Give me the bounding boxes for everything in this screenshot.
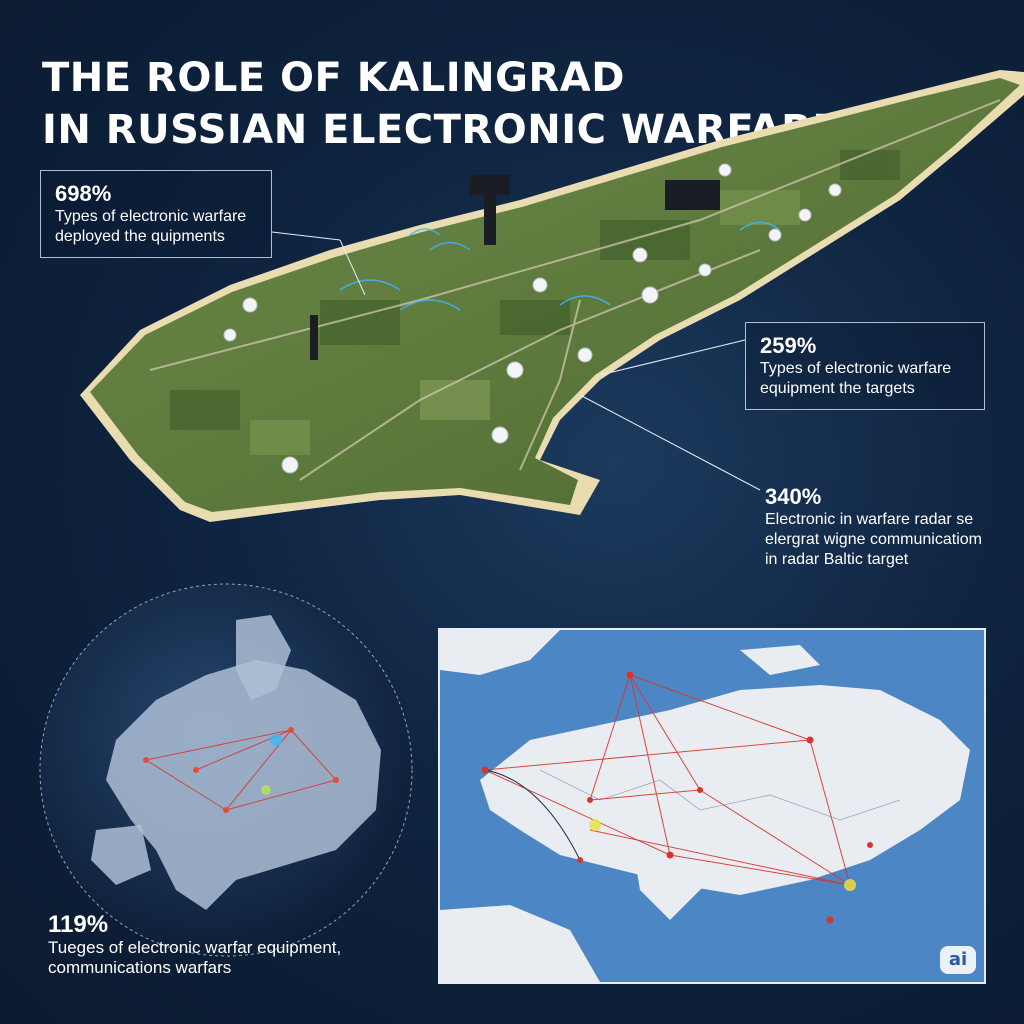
callout-text: Electronic in warfare radar se elergrat … [765, 511, 982, 568]
region-borders [539, 769, 901, 821]
callout-text: Types of electronic warfare deployed the… [55, 208, 247, 245]
ai-badge: ai [940, 946, 976, 974]
kaliningrad-landmass-illustration [80, 70, 1024, 522]
roads [149, 99, 1001, 481]
map-link-lines [484, 674, 851, 886]
globe-highlight-node [270, 734, 282, 746]
callout-leader-lines [271, 231, 761, 491]
map-highlight-node [844, 879, 856, 891]
globe-highlight-node [261, 785, 271, 795]
map-highlight-node [589, 819, 601, 831]
europe-globe-map [39, 583, 413, 957]
callout-percent: 259% [760, 333, 817, 358]
arctic-island [740, 645, 820, 675]
map-link-curve [484, 769, 581, 861]
europe-landmass [106, 660, 381, 910]
arctic-landmass-top [440, 630, 560, 675]
callout-text: Tueges of electronic warfar equipment, c… [48, 938, 342, 977]
callout-text: Types of electronic warfare equipment th… [760, 360, 952, 397]
signal-arcs [339, 221, 781, 311]
peninsula-landmass [630, 830, 710, 920]
callout-targets: 259% Types of electronic warfare equipme… [745, 322, 985, 410]
globe-nodes [143, 727, 339, 813]
russia-network-map: ai [438, 628, 986, 984]
scandinavia-landmass [236, 615, 291, 700]
callout-percent: 698% [55, 181, 112, 206]
land-area [90, 78, 1020, 512]
southern-landmass [440, 905, 600, 982]
russia-landmass [480, 685, 970, 895]
page-title: THE ROLE OF KALINGRAD IN RUSSIAN ELECTRO… [42, 52, 840, 156]
callout-radar-communication: 340% Electronic in warfare radar se eler… [765, 484, 985, 570]
callout-percent: 119% [48, 911, 109, 938]
russia-map-svg [440, 630, 970, 982]
radar-towers [310, 175, 720, 360]
callout-deployed-equipment: 698% Types of electronic warfare deploye… [40, 170, 272, 258]
callout-percent: 340% [765, 484, 822, 509]
iberia-landmass [91, 825, 151, 885]
callout-communications: 119% Tueges of electronic warfar equipme… [48, 912, 378, 978]
title-line-1: THE ROLE OF KALINGRAD [42, 55, 625, 101]
radar-domes [223, 163, 842, 474]
